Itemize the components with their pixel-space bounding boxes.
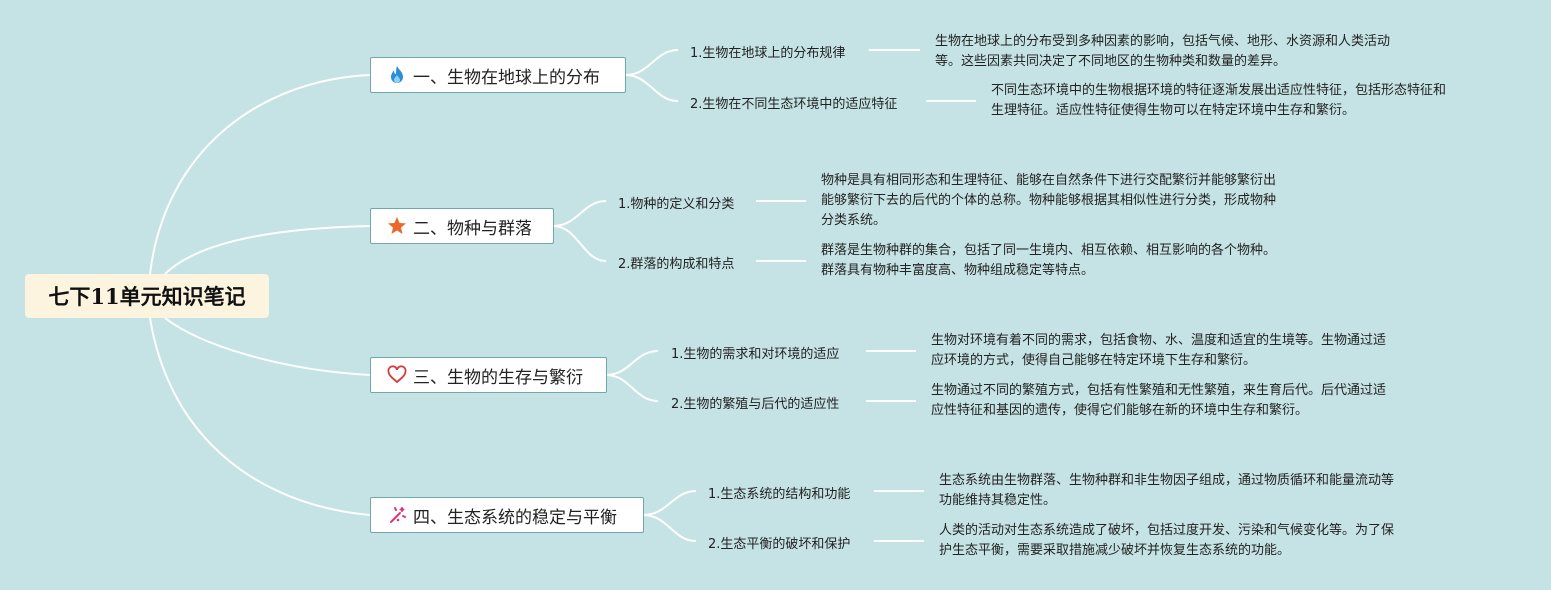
topic-description: 不同生态环境中的生物根据环境的特征逐渐发展出适应性特征，包括形态特征和 生理特征… (991, 81, 1511, 121)
branch-title: 三、生物的生存与繁衍 (413, 367, 583, 388)
topic-description: 人类的活动对生态系统造成了破坏，包括过度开发、污染和气候变化等。为了保 护生态平… (939, 521, 1439, 561)
description-line: 生物通过不同的繁殖方式，包括有性繁殖和无性繁殖，来生育后代。后代通过适 (931, 383, 1387, 398)
branch-title: 二、物种与群落 (413, 218, 532, 239)
topic-label[interactable]: 2.群落的构成和特点 (618, 257, 735, 272)
description-line: 分类系统。 (821, 213, 887, 228)
topic-description: 生态系统由生物群落、生物种群和非生物因子组成，通过物质循环和能量流动等 功能维持… (939, 471, 1439, 511)
branch-node-3[interactable]: 三、生物的生存与繁衍 (370, 357, 607, 393)
description-line: 应环境的方式，使得自己能够在特定环境下生存和繁衍。 (931, 353, 1257, 368)
topic-label[interactable]: 1.生物的需求和对环境的适应 (671, 347, 840, 362)
root-node[interactable]: 七下11单元知识笔记 (25, 274, 269, 318)
description-line: 群落具有物种丰富度高、物种组成稳定等特点。 (821, 263, 1095, 278)
description-line: 应性特征和基因的遗传，使得它们能够在新的环境中生存和繁衍。 (931, 403, 1309, 418)
fire-icon (387, 65, 407, 85)
description-line: 物种是具有相同形态和生理特征、能够在自然条件下进行交配繁衍并能够繁衍出 (821, 173, 1277, 188)
topic-description: 生物通过不同的繁殖方式，包括有性繁殖和无性繁殖，来生育后代。后代通过适 应性特征… (931, 381, 1431, 421)
description-line: 能够繁衍下去的后代的个体的总称。物种能够根据其相似性进行分类，形成物种 (821, 193, 1277, 208)
description-line: 群落是生物种群的集合，包括了同一生境内、相互依赖、相互影响的各个物种。 (821, 243, 1277, 258)
description-line: 不同生态环境中的生物根据环境的特征逐渐发展出适应性特征，包括形态特征和 (991, 83, 1447, 98)
topic-label[interactable]: 1.生态系统的结构和功能 (708, 487, 851, 502)
topic-label[interactable]: 2.生物在不同生态环境中的适应特征 (690, 97, 898, 112)
branch-title: 一、生物在地球上的分布 (413, 67, 600, 88)
topic-description: 生物在地球上的分布受到多种因素的影响，包括气候、地形、水资源和人类活动 等。这些… (935, 32, 1435, 72)
branch-node-2[interactable]: 二、物种与群落 (370, 208, 554, 244)
topic-label[interactable]: 1.物种的定义和分类 (618, 197, 735, 212)
topic-description: 群落是生物种群的集合，包括了同一生境内、相互依赖、相互影响的各个物种。 群落具有… (821, 241, 1321, 281)
description-line: 护生态平衡，需要采取措施减少破坏并恢复生态系统的功能。 (939, 543, 1291, 558)
description-line: 等。这些因素共同决定了不同地区的生物种类和数量的差异。 (935, 54, 1287, 69)
topic-description: 生物对环境有着不同的需求，包括食物、水、温度和适宜的生境等。生物通过适 应环境的… (931, 331, 1431, 371)
description-line: 生物在地球上的分布受到多种因素的影响，包括气候、地形、水资源和人类活动 (935, 34, 1391, 49)
description-line: 功能维持其稳定性。 (939, 493, 1057, 508)
sparkle-icon (387, 505, 407, 525)
topic-description: 物种是具有相同形态和生理特征、能够在自然条件下进行交配繁衍并能够繁衍出 能够繁衍… (821, 171, 1321, 231)
description-line: 人类的活动对生态系统造成了破坏，包括过度开发、污染和气候变化等。为了保 (939, 523, 1395, 538)
star-icon (387, 216, 407, 236)
branch-node-1[interactable]: 一、生物在地球上的分布 (370, 57, 626, 93)
description-line: 生理特征。适应性特征使得生物可以在特定环境中生存和繁衍。 (991, 103, 1356, 118)
description-line: 生物对环境有着不同的需求，包括食物、水、温度和适宜的生境等。生物通过适 (931, 333, 1387, 348)
branch-node-4[interactable]: 四、生态系统的稳定与平衡 (370, 497, 644, 533)
branch-title: 四、生态系统的稳定与平衡 (413, 507, 617, 528)
heart-icon (387, 365, 407, 385)
topic-label[interactable]: 2.生态平衡的破坏和保护 (708, 537, 851, 552)
topic-label[interactable]: 2.生物的繁殖与后代的适应性 (671, 397, 840, 412)
topic-label[interactable]: 1.生物在地球上的分布规律 (690, 46, 846, 61)
description-line: 生态系统由生物群落、生物种群和非生物因子组成，通过物质循环和能量流动等 (939, 473, 1395, 488)
root-title: 七下11单元知识笔记 (48, 284, 246, 309)
